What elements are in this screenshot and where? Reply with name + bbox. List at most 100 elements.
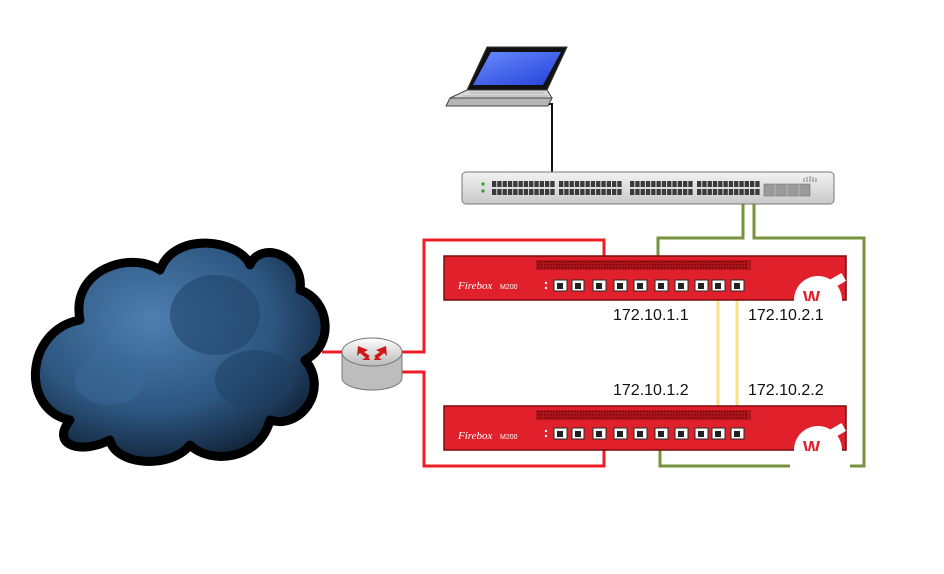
switch-port — [707, 181, 712, 187]
switch-port — [734, 189, 739, 195]
switch-port — [688, 181, 693, 187]
trusted-link-bottom — [658, 196, 866, 468]
switch-port — [640, 181, 645, 187]
switch-port — [539, 189, 544, 195]
switch-port — [550, 181, 555, 187]
switch-port — [564, 189, 569, 195]
switch-port — [513, 181, 518, 187]
firebox-appliance-icon: Firebox M200 — [457, 430, 518, 442]
switch-port — [523, 189, 529, 195]
switch-port — [734, 181, 739, 187]
firebox-bottom: Firebox M200 W — [443, 405, 847, 474]
ip-label-top-right: 172.10.2.1 — [748, 307, 824, 324]
switch-port — [502, 189, 507, 195]
switch-port — [723, 181, 728, 187]
switch-icon — [461, 171, 835, 205]
switch-port — [688, 189, 693, 195]
switch-port — [559, 181, 564, 187]
switch-port — [545, 189, 550, 195]
ip-label-top-left: 172.10.1.1 — [613, 307, 689, 324]
switch-port — [667, 181, 672, 187]
switch-port — [712, 189, 718, 195]
switch-port — [755, 181, 760, 187]
switch-port — [677, 181, 682, 187]
switch-port — [661, 189, 667, 195]
switch-port — [507, 181, 513, 187]
switch-port — [651, 181, 656, 187]
switch-port — [617, 181, 622, 187]
cloud-icon — [31, 238, 330, 466]
switch-port — [707, 189, 712, 195]
switch-port — [750, 189, 755, 195]
switch-port — [723, 189, 728, 195]
switch-port — [645, 181, 651, 187]
switch-port — [728, 181, 734, 187]
switch-port — [507, 189, 513, 195]
firebox-top: Firebox M200 W — [443, 255, 847, 324]
router-icon — [341, 337, 403, 391]
switch-port — [656, 181, 661, 187]
ip-label-bottom-right: 172.10.2.2 — [748, 382, 824, 399]
switch-port — [702, 189, 707, 195]
switch-port — [569, 189, 574, 195]
switch-port — [545, 181, 550, 187]
switch-port — [529, 189, 534, 195]
laptop-link — [546, 103, 553, 182]
switch-port — [559, 189, 564, 195]
firebox-model-label: M200 — [500, 434, 518, 441]
switch-port — [497, 189, 502, 195]
firebox-appliance-icon: Firebox M200 — [457, 280, 518, 292]
switch-port — [677, 189, 682, 195]
switch-port — [672, 181, 677, 187]
switch-port — [612, 189, 617, 195]
switch-port — [585, 189, 590, 195]
switch-port — [739, 189, 744, 195]
switch-port — [739, 181, 744, 187]
switch-port — [744, 189, 749, 195]
switch-port — [574, 189, 580, 195]
switch-port — [635, 189, 640, 195]
switch-port — [606, 181, 611, 187]
switch-port — [596, 189, 601, 195]
switch-port — [672, 189, 677, 195]
ip-label-bottom-left: 172.10.1.2 — [613, 382, 689, 399]
switch-port — [697, 189, 702, 195]
firebox-brand-label: Firebox — [457, 280, 493, 292]
switch-port — [656, 189, 661, 195]
switch-port — [569, 181, 574, 187]
switch-port — [523, 181, 529, 187]
switch-port — [601, 181, 606, 187]
firebox-model-label: M200 — [500, 284, 518, 291]
switch-port — [718, 181, 723, 187]
switch-port — [518, 181, 523, 187]
switch-port — [755, 189, 760, 195]
firebox-brand-label: Firebox — [457, 430, 493, 442]
switch-port — [630, 189, 635, 195]
switch-port — [550, 189, 555, 195]
switch-port — [630, 181, 635, 187]
switch-port — [529, 181, 534, 187]
switch-port — [513, 189, 518, 195]
switch-port — [667, 189, 672, 195]
switch-port — [518, 189, 523, 195]
switch-port — [596, 181, 601, 187]
switch-port — [702, 181, 707, 187]
switch-port — [534, 189, 539, 195]
switch-port — [585, 181, 590, 187]
switch-port — [651, 189, 656, 195]
switch-port — [606, 189, 611, 195]
switch-port — [645, 189, 651, 195]
external-link-bottom — [400, 370, 606, 468]
switch-port — [497, 181, 502, 187]
switch-port — [580, 181, 585, 187]
switch-port — [612, 181, 617, 187]
switch-port — [580, 189, 585, 195]
switch-port — [492, 181, 497, 187]
switch-port — [590, 181, 596, 187]
switch-port — [502, 181, 507, 187]
switch-port — [492, 189, 497, 195]
switch-port — [661, 181, 667, 187]
switch-port — [617, 189, 622, 195]
switch-port — [635, 181, 640, 187]
